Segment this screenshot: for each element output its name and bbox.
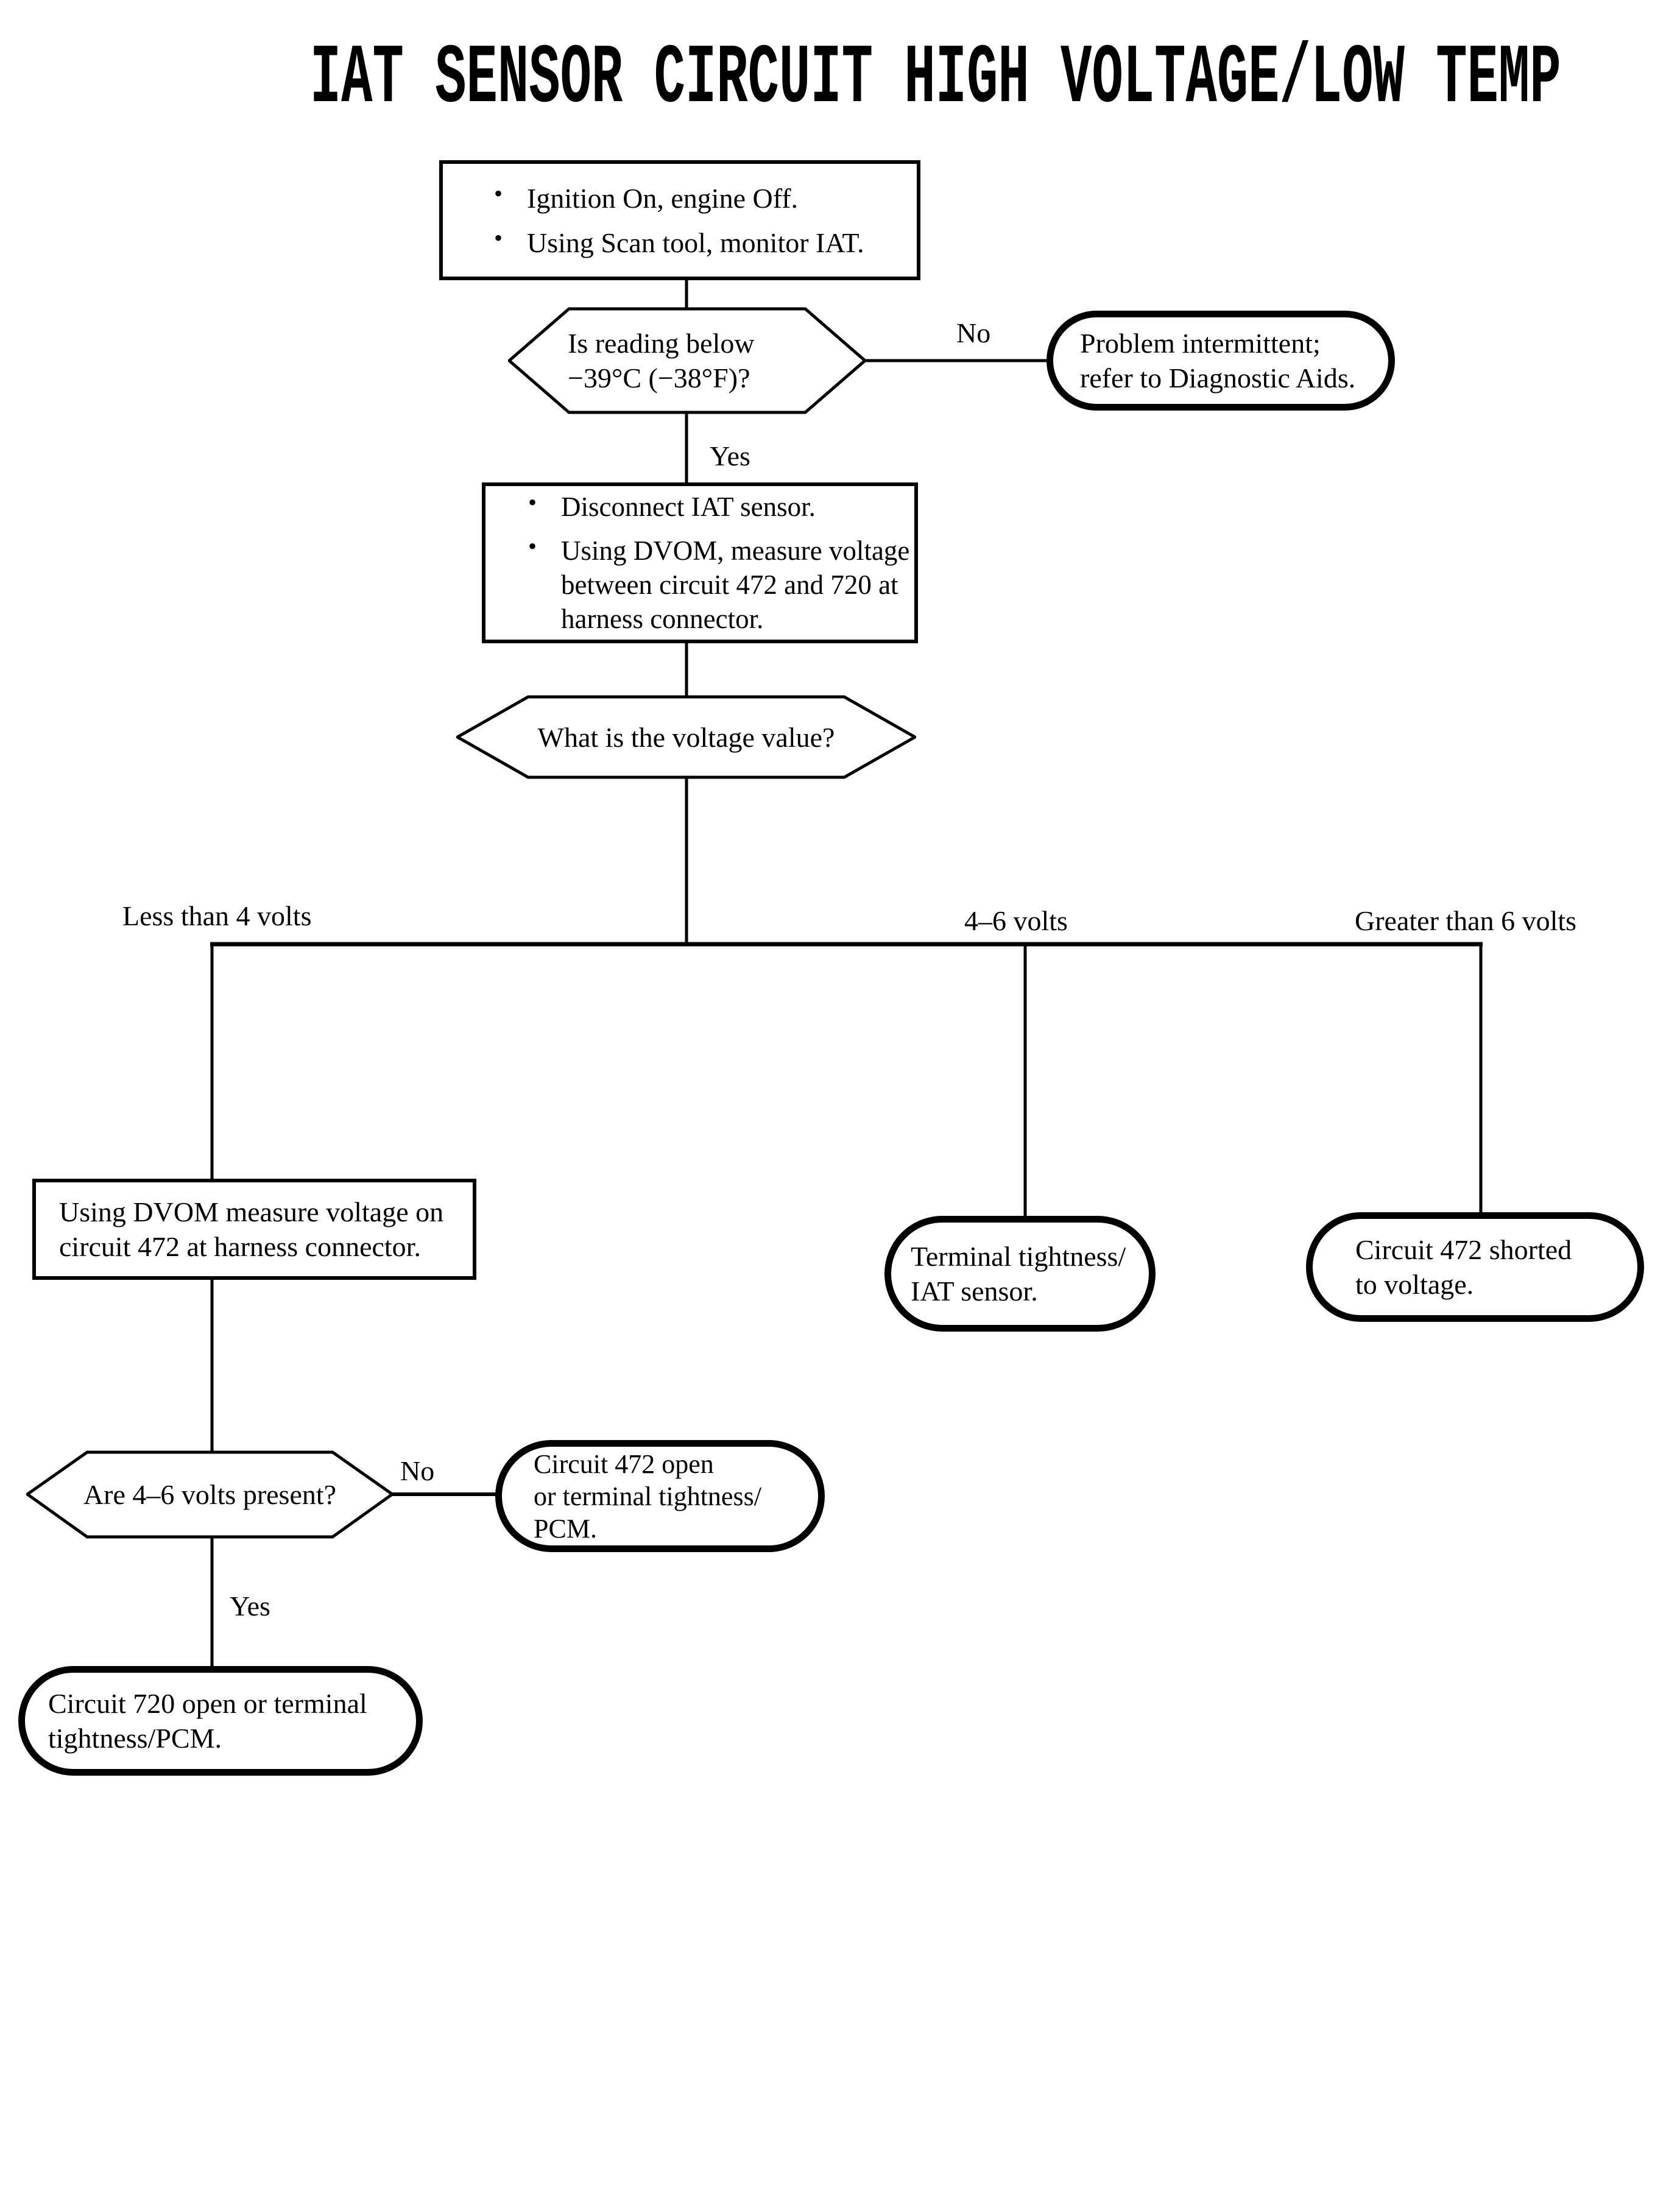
- reading-decision-line-2: −39°C (−38°F)?: [568, 362, 750, 394]
- circuit-720-open-line-2: tightness/PCM.: [48, 1723, 222, 1754]
- start-box-text-2: Using Scan tool, monitor IAT.: [527, 227, 864, 258]
- circuit-472-shorted-line-2: to voltage.: [1355, 1269, 1474, 1300]
- branch-label-greater-than-6: Greater than 6 volts: [1355, 905, 1577, 936]
- start-box: • Ignition On, engine Off. • Using Scan …: [439, 160, 920, 280]
- circuit-472-shorted-line-1: Circuit 472 shorted: [1355, 1234, 1572, 1265]
- dvom-472-box: Using DVOM measure voltage on circuit 47…: [32, 1179, 476, 1280]
- voltage-decision-text: What is the voltage value?: [537, 721, 835, 753]
- intermittent-terminal: Problem intermittent; refer to Diagnosti…: [1046, 311, 1395, 411]
- circuit-472-open-line-3: PCM.: [534, 1513, 597, 1544]
- circuit-720-open-terminal: Circuit 720 open or terminal tightness/P…: [18, 1666, 423, 1776]
- edge-label-yes-2: Yes: [230, 1590, 270, 1622]
- branch-label-less-than-4: Less than 4 volts: [122, 900, 312, 931]
- voltage-decision-hexagon: What is the voltage value?: [456, 694, 916, 780]
- circuit-472-open-terminal: Circuit 472 open or terminal tightness/ …: [495, 1440, 825, 1552]
- page-title: IAT SENSOR CIRCUIT HIGH VOLTAGE/LOW TEMP: [309, 32, 1561, 127]
- hexagon-shape: [26, 1450, 394, 1539]
- dvom-472-line-2: circuit 472 at harness connector.: [59, 1231, 421, 1262]
- volts-present-decision-text: Are 4–6 volts present?: [83, 1479, 337, 1510]
- terminal-tightness-terminal: Terminal tightness/ IAT sensor.: [884, 1216, 1156, 1332]
- circuit-472-shorted-terminal: Circuit 472 shorted to voltage.: [1306, 1212, 1644, 1322]
- circuit-472-open-line-2: or terminal tightness/: [534, 1481, 761, 1511]
- intermittent-line-1: Problem intermittent;: [1080, 328, 1321, 359]
- edge-label-no-2: No: [400, 1455, 435, 1486]
- terminal-tightness-line-1: Terminal tightness/: [911, 1241, 1126, 1272]
- disconnect-text-2-line-2: between circuit 472 and 720 at: [561, 570, 898, 600]
- circuit-720-open-line-1: Circuit 720 open or terminal: [48, 1688, 367, 1719]
- bullet-icon: •: [494, 224, 503, 252]
- reading-decision-text: Is reading below −39°C (−38°F)?: [568, 326, 866, 395]
- reading-decision-hexagon: Is reading below −39°C (−38°F)?: [508, 306, 866, 415]
- reading-decision-line-1: Is reading below: [568, 328, 755, 359]
- dvom-472-line-1: Using DVOM measure voltage on: [59, 1196, 444, 1227]
- volts-present-decision-hexagon: Are 4–6 volts present?: [26, 1450, 394, 1539]
- start-bullet-item-2: • Using Scan tool, monitor IAT.: [494, 224, 907, 260]
- disconnect-text-1: Disconnect IAT sensor.: [561, 492, 816, 522]
- start-box-text-1: Ignition On, engine Off.: [527, 182, 799, 214]
- edge-label-yes-1: Yes: [710, 440, 750, 471]
- edge-label-no-1: No: [956, 317, 991, 348]
- disconnect-bullet-item-1: • Disconnect IAT sensor.: [528, 489, 909, 524]
- start-bullet-item-1: • Ignition On, engine Off.: [494, 179, 907, 216]
- branch-label-4-6-volts: 4–6 volts: [964, 905, 1068, 936]
- disconnect-text-2-line-3: harness connector.: [561, 604, 764, 634]
- bullet-icon: •: [528, 489, 537, 516]
- circuit-472-open-line-1: Circuit 472 open: [534, 1449, 714, 1479]
- terminal-tightness-line-2: IAT sensor.: [911, 1276, 1038, 1307]
- hexagon-shape: [508, 307, 866, 414]
- hexagon-shape: [456, 695, 916, 779]
- disconnect-box: • Disconnect IAT sensor. • Using DVOM, m…: [482, 482, 918, 643]
- bullet-icon: •: [494, 179, 503, 207]
- intermittent-line-2: refer to Diagnostic Aids.: [1080, 362, 1356, 394]
- disconnect-text-2-line-1: Using DVOM, measure voltage: [561, 535, 910, 566]
- disconnect-text-2: Using DVOM, measure voltage between circ…: [561, 534, 909, 636]
- disconnect-bullet-item-2: • Using DVOM, measure voltage between ci…: [528, 532, 909, 636]
- bullet-icon: •: [528, 532, 537, 560]
